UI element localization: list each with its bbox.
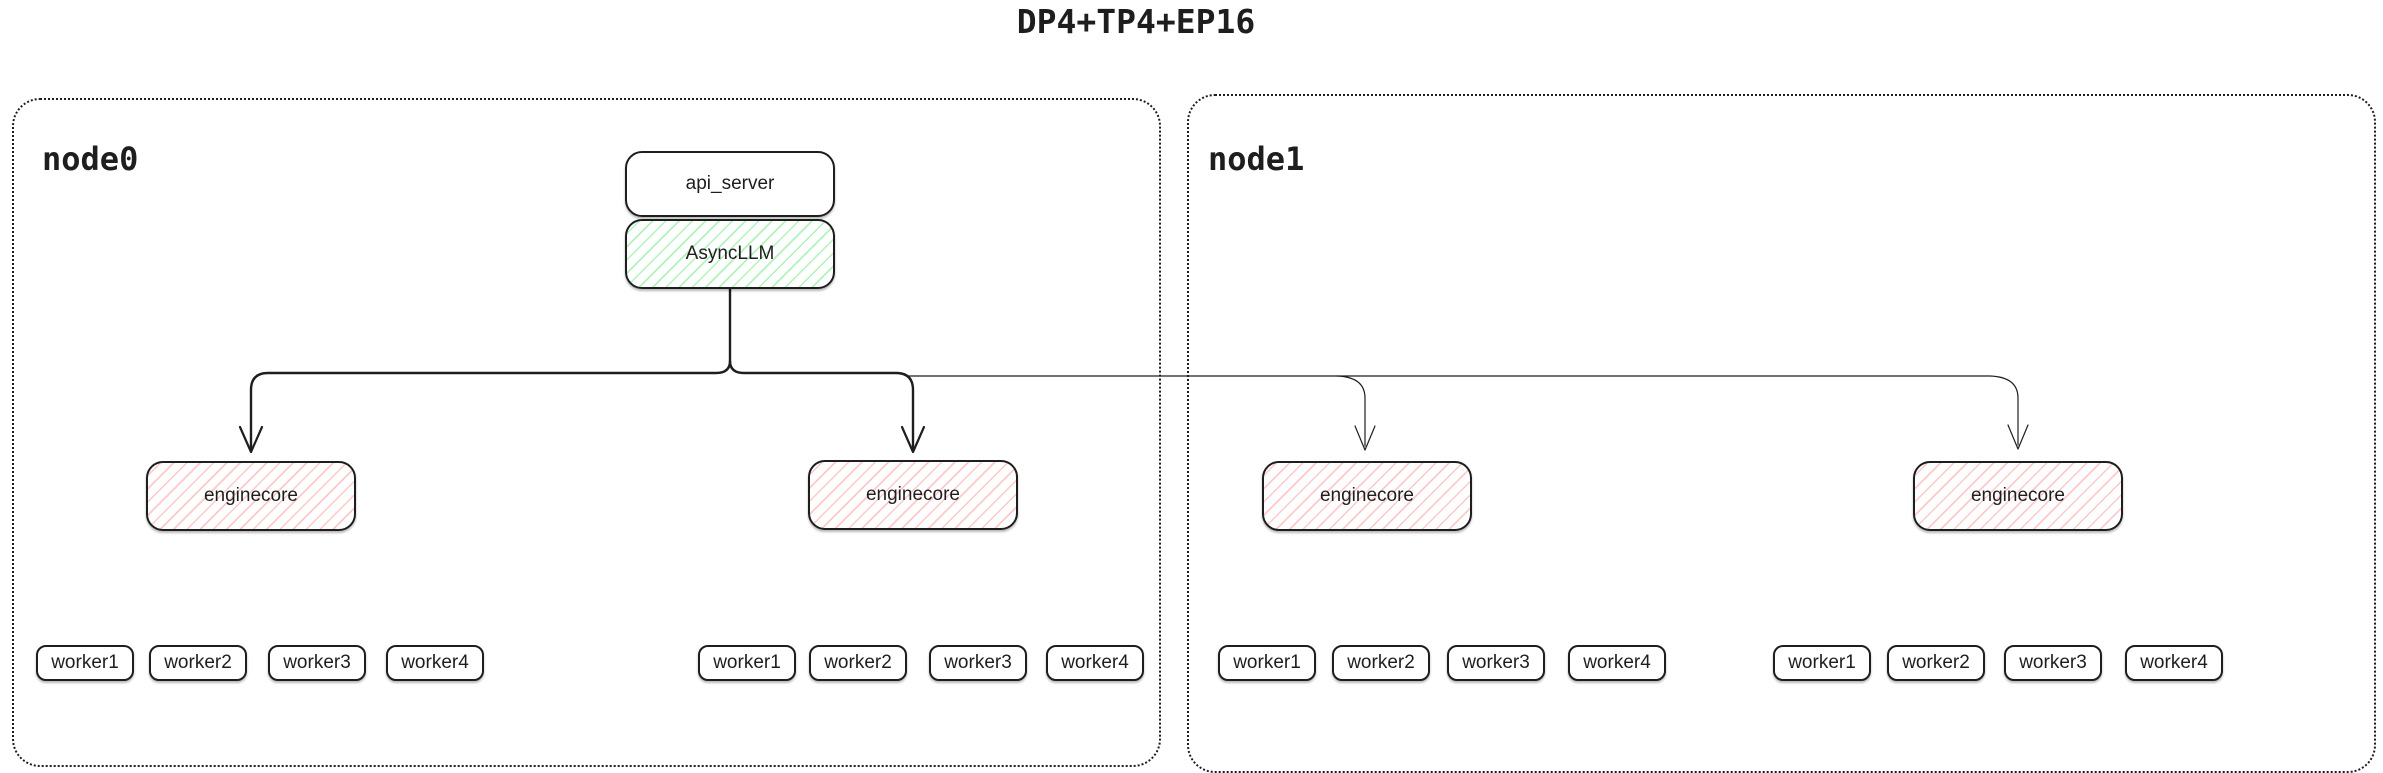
worker-box: worker1 [1218, 645, 1316, 681]
worker-box: worker3 [268, 645, 366, 681]
worker-label: worker1 [713, 652, 781, 673]
worker-label: worker1 [1233, 652, 1301, 673]
worker-box: worker2 [809, 645, 907, 681]
enginecore-label: enginecore [865, 484, 961, 505]
enginecore-box-node0-1: enginecore [808, 460, 1018, 530]
enginecore-box-node0-0: enginecore [146, 461, 356, 531]
worker-box: worker1 [1773, 645, 1871, 681]
worker-box: worker2 [149, 645, 247, 681]
api-server-label: api_server [685, 173, 775, 194]
worker-box: worker2 [1887, 645, 1985, 681]
enginecore-label: enginecore [1319, 485, 1415, 506]
worker-box: worker3 [1447, 645, 1545, 681]
enginecore-label: enginecore [1970, 485, 2066, 506]
node1-label: node1 [1208, 140, 1305, 178]
diagram-title: DP4+TP4+EP16 [1016, 2, 1256, 41]
worker-label: worker4 [401, 652, 469, 673]
enginecore-label: enginecore [203, 485, 299, 506]
worker-label: worker2 [824, 652, 892, 673]
worker-box: worker4 [386, 645, 484, 681]
worker-label: worker1 [51, 652, 119, 673]
worker-box: worker1 [698, 645, 796, 681]
worker-box: worker2 [1332, 645, 1430, 681]
asyncllm-box: AsyncLLM [625, 219, 835, 289]
api-server-box: api_server [625, 151, 835, 217]
enginecore-box-node1-0: enginecore [1262, 461, 1472, 531]
worker-label: worker3 [944, 652, 1012, 673]
node0-label: node0 [42, 140, 139, 178]
worker-box: worker4 [2125, 645, 2223, 681]
worker-box: worker3 [2004, 645, 2102, 681]
enginecore-box-node1-1: enginecore [1913, 461, 2123, 531]
worker-box: worker3 [929, 645, 1027, 681]
worker-box: worker4 [1568, 645, 1666, 681]
worker-label: worker4 [1583, 652, 1651, 673]
worker-label: worker3 [1462, 652, 1530, 673]
worker-label: worker4 [1061, 652, 1129, 673]
worker-box: worker4 [1046, 645, 1144, 681]
worker-label: worker1 [1788, 652, 1856, 673]
asyncllm-label: AsyncLLM [685, 243, 775, 264]
worker-label: worker3 [283, 652, 351, 673]
worker-label: worker2 [164, 652, 232, 673]
worker-label: worker4 [2140, 652, 2208, 673]
worker-label: worker2 [1347, 652, 1415, 673]
worker-box: worker1 [36, 645, 134, 681]
worker-label: worker3 [2019, 652, 2087, 673]
worker-label: worker2 [1902, 652, 1970, 673]
